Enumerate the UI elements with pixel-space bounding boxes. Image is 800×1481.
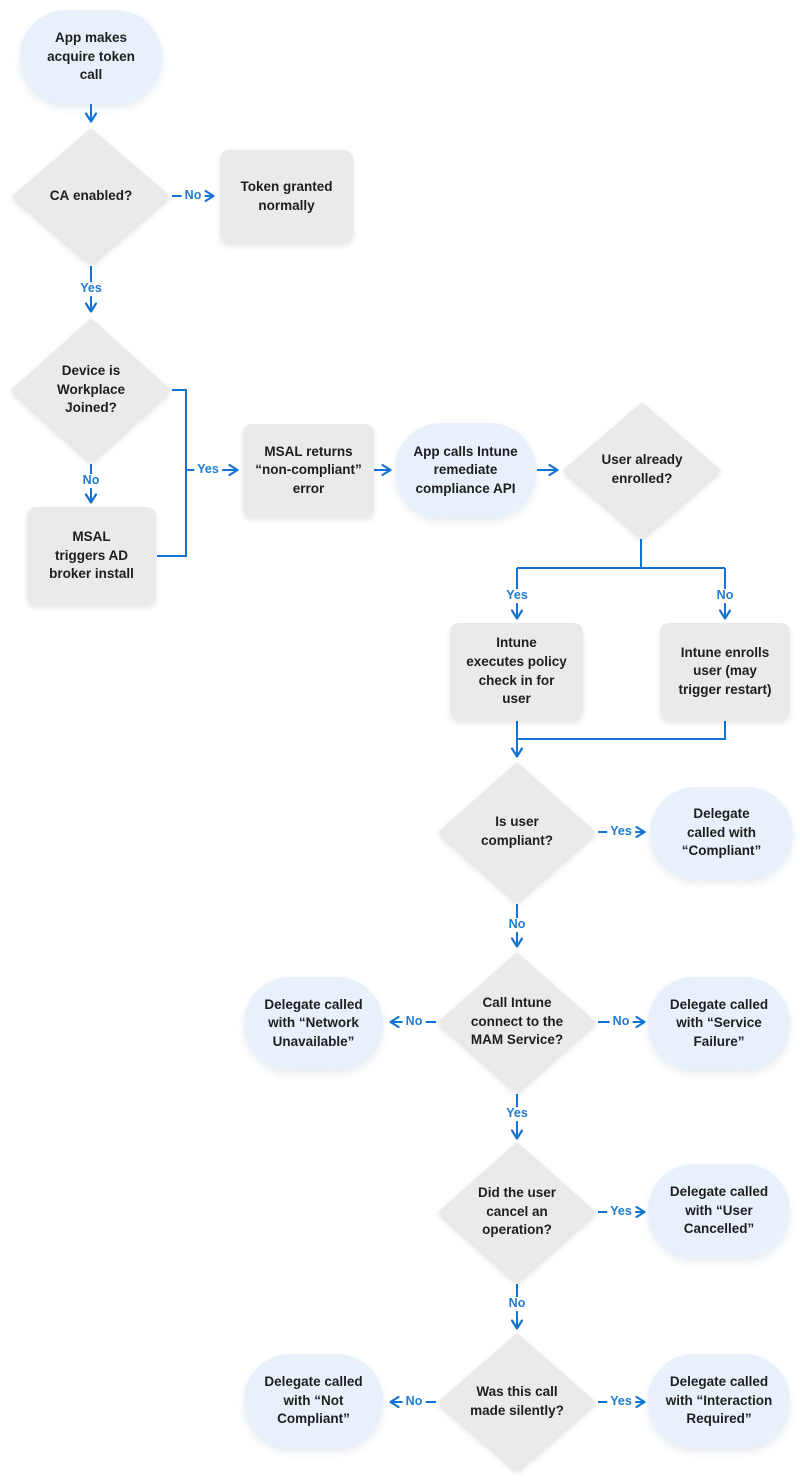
- policy-checkin-process: Intune executes policy check in for user: [450, 623, 583, 720]
- mam-service-decision: Call Intune connect to the MAM Service?: [438, 952, 596, 1092]
- node-label: Token granted normally: [240, 178, 333, 213]
- node-label: Delegate called with “Service Failure”: [669, 996, 769, 1049]
- delegate-network-unavailable-terminator: Delegate called with “Network Unavailabl…: [244, 977, 383, 1070]
- node-label: Intune enrolls user (may trigger restart…: [678, 644, 772, 697]
- user-enrolled-decision: User already enrolled?: [563, 402, 721, 538]
- node-label: CA enabled?: [46, 187, 137, 206]
- node-label: Device is Workplace Joined?: [56, 363, 126, 416]
- node-label: App calls Intune remediate compliance AP…: [413, 443, 518, 496]
- node-label-rest: enabled?: [69, 187, 133, 203]
- remediate-api-terminator: App calls Intune remediate compliance AP…: [395, 423, 536, 518]
- msal-error-process: MSAL returns “non-compliant” error: [243, 424, 374, 517]
- workplace-joined-decision: Device is Workplace Joined?: [11, 318, 171, 462]
- connector-elbow: [517, 539, 642, 569]
- user-cancel-decision: Did the user cancel an operation?: [438, 1142, 596, 1282]
- connector-elbow: [157, 389, 187, 557]
- edge-label-wpj-no: No: [79, 473, 103, 488]
- connector-elbow: [517, 721, 726, 740]
- node-label: App makes acquire token call: [47, 30, 135, 83]
- node-label: Delegate called with “User Cancelled”: [669, 1184, 769, 1237]
- broker-install-process: MSAL triggers AD broker install: [27, 507, 156, 605]
- node-label: Is user compliant?: [480, 814, 553, 848]
- node-label: Delegate called with “Network Unavailabl…: [264, 996, 363, 1049]
- edge-label-ca-no: No: [181, 188, 205, 203]
- node-label: Delegate called with “Not Compliant”: [264, 1374, 363, 1427]
- node-label: User already enrolled?: [601, 452, 683, 486]
- delegate-not-compliant-terminator: Delegate called with “Not Compliant”: [244, 1354, 383, 1448]
- edge-label-compliant-no: No: [505, 917, 529, 932]
- token-granted-process: Token granted normally: [220, 150, 353, 243]
- start-terminator: App makes acquire token call: [20, 10, 162, 104]
- node-label-bold: CA: [49, 187, 70, 203]
- intune-enrolls-process: Intune enrolls user (may trigger restart…: [660, 623, 790, 720]
- edge-label-compliant-yes: Yes: [607, 824, 635, 839]
- edge-label-mam-yes: Yes: [503, 1106, 531, 1121]
- node-label: Was this call made silently?: [470, 1384, 564, 1418]
- user-compliant-decision: Is user compliant?: [438, 762, 596, 902]
- node-label: Delegate called with “Compliant”: [681, 806, 762, 859]
- delegate-user-cancelled-terminator: Delegate called with “User Cancelled”: [648, 1164, 790, 1258]
- call-silent-decision: Was this call made silently?: [438, 1333, 596, 1471]
- edge-label-cancel-no: No: [505, 1296, 529, 1311]
- edge-label-cancel-yes: Yes: [607, 1204, 635, 1219]
- node-label: Did the user cancel an operation?: [477, 1185, 556, 1238]
- edge-label-enrolled-yes: Yes: [503, 588, 531, 603]
- edge-label-mam-no-right: No: [609, 1014, 633, 1029]
- node-label: MSAL returns “non-compliant” error: [255, 443, 362, 496]
- node-label: Delegate called with “Interaction Requir…: [665, 1374, 773, 1427]
- node-label: MSAL triggers AD broker install: [49, 529, 134, 582]
- edge-label-ca-yes: Yes: [77, 281, 105, 296]
- delegate-service-failure-terminator: Delegate called with “Service Failure”: [648, 977, 790, 1070]
- delegate-compliant-terminator: Delegate called with “Compliant”: [650, 787, 793, 879]
- edge-label-silent-no: No: [402, 1394, 426, 1409]
- edge-label-enrolled-no: No: [713, 588, 737, 603]
- edge-label-silent-yes: Yes: [607, 1394, 635, 1409]
- edge-label-mam-no-left: No: [402, 1014, 426, 1029]
- edge-label-wpj-yes: Yes: [194, 462, 222, 477]
- node-label: Call Intune connect to the MAM Service?: [470, 995, 564, 1048]
- ca-enabled-decision: CA enabled?: [12, 128, 170, 264]
- node-label: Intune executes policy check in for user: [466, 635, 567, 707]
- delegate-interaction-required-terminator: Delegate called with “Interaction Requir…: [648, 1354, 790, 1448]
